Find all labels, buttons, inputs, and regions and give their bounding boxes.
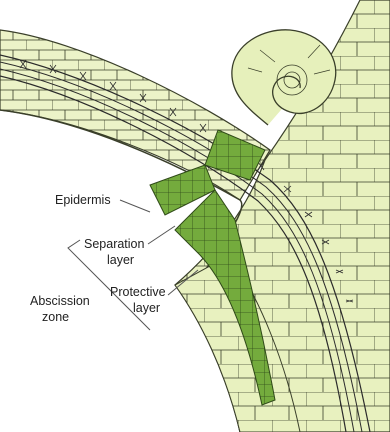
label-separation-layer-1: Separation [84, 237, 145, 251]
petiole [0, 30, 270, 200]
label-epidermis: Epidermis [55, 193, 111, 207]
label-abscission-zone-1: Abscission [30, 294, 90, 308]
label-separation-layer-2: layer [107, 253, 134, 267]
label-protective-layer-2: layer [133, 301, 160, 315]
label-protective-layer-1: Protective [110, 285, 166, 299]
label-abscission-zone-2: zone [42, 310, 69, 324]
